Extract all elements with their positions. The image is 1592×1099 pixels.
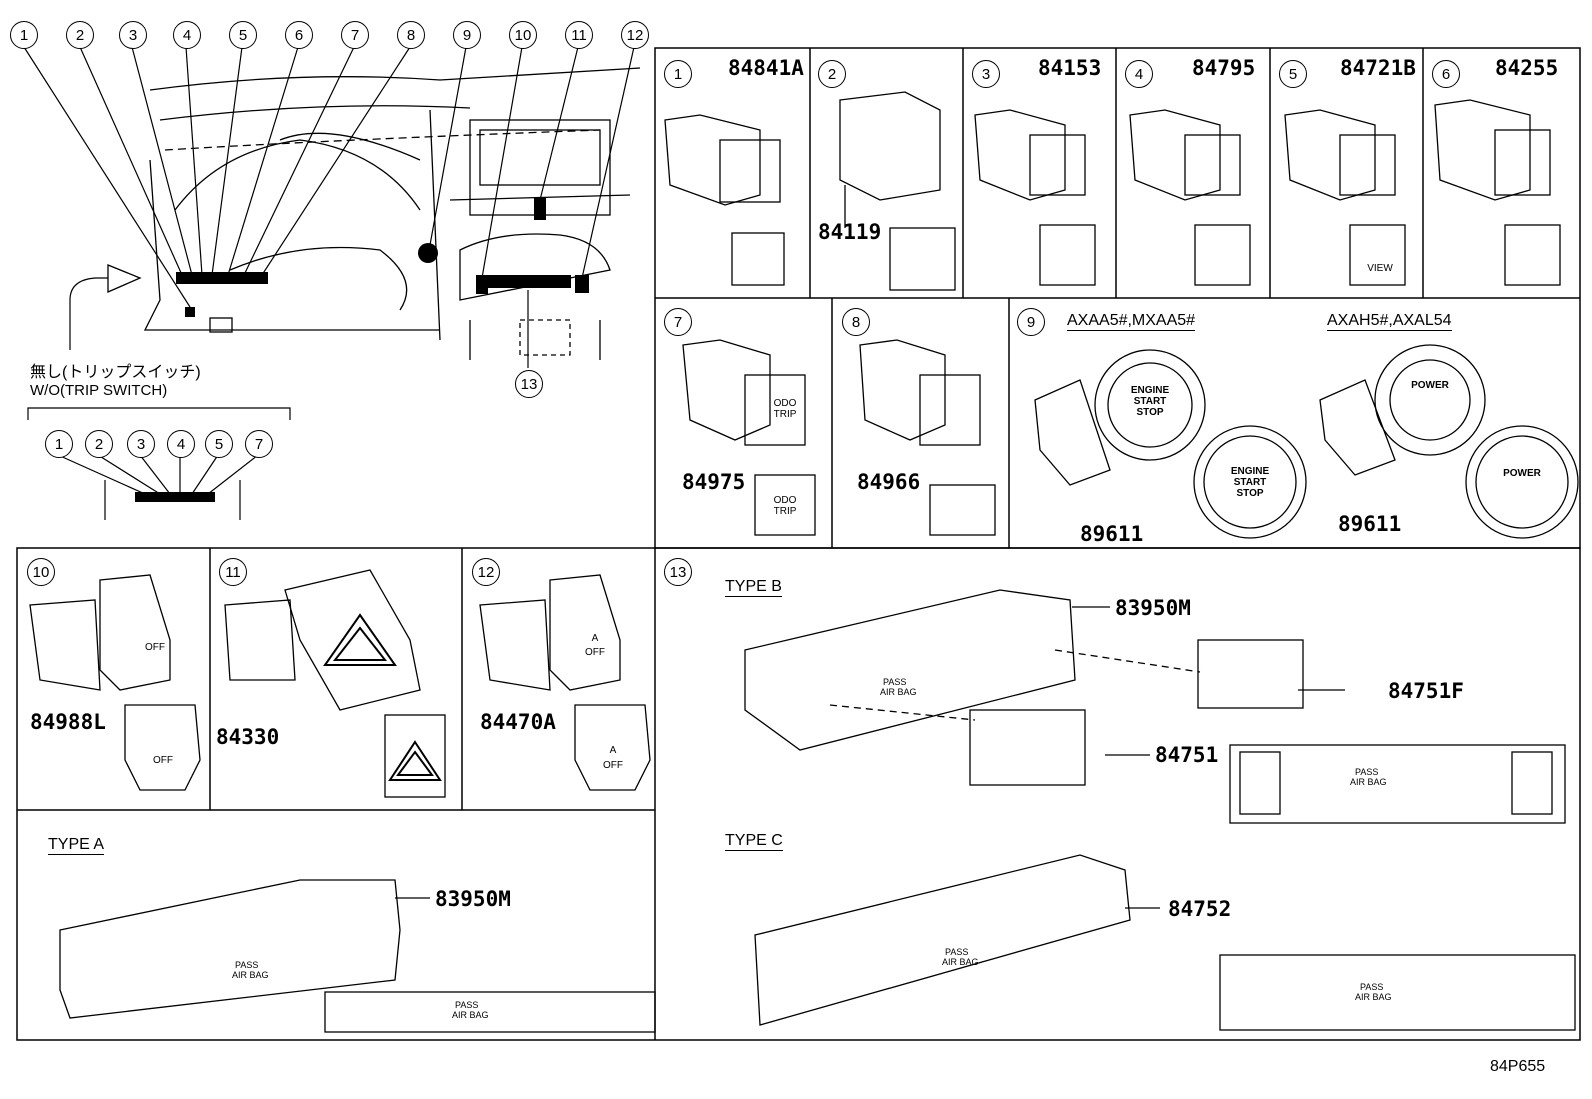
- svg-text:AIR BAG: AIR BAG: [942, 957, 979, 967]
- note-callout-4: 4: [167, 430, 195, 458]
- note-callout-3: 3: [127, 430, 155, 458]
- type-a-part: 83950M: [435, 887, 511, 911]
- svg-text:AIR BAG: AIR BAG: [452, 1010, 489, 1020]
- type-c-label: TYPE C: [725, 832, 783, 851]
- note-callout-1: 1: [45, 430, 73, 458]
- svg-text:PASS: PASS: [455, 1000, 478, 1010]
- cell-9-callout: 9: [1017, 308, 1045, 336]
- cell-12-callout: 12: [472, 558, 500, 586]
- cell-9-part-a: 89611: [1080, 522, 1144, 546]
- cell-5-part-number: 84721B: [1340, 56, 1416, 80]
- cell-12-off-icon-label: OFF: [603, 760, 623, 771]
- type-b-label: TYPE B: [725, 578, 782, 597]
- cell-13-callout: 13: [664, 558, 692, 586]
- svg-text:PASS: PASS: [1355, 767, 1378, 777]
- cell-2-callout: 2: [818, 60, 846, 88]
- svg-text:PASS: PASS: [235, 960, 258, 970]
- cell-1-callout: 1: [664, 60, 692, 88]
- note-callout-5: 5: [205, 430, 233, 458]
- callout-12: 12: [621, 21, 649, 49]
- callout-7: 7: [341, 21, 369, 49]
- note-callout-7: 7: [245, 430, 273, 458]
- callout-2: 2: [66, 21, 94, 49]
- cell-9-variant-a: AXAA5#,MXAA5#: [1067, 312, 1196, 331]
- cell-12-a-label: A: [591, 633, 599, 644]
- cell-7-callout: 7: [664, 308, 692, 336]
- cell-2-part-number: 84119: [818, 220, 882, 244]
- note-japanese: 無し(トリップスイッチ): [30, 364, 201, 381]
- svg-text:PASS: PASS: [945, 947, 968, 957]
- svg-text:AIR BAG: AIR BAG: [1355, 992, 1392, 1002]
- cell-9-part-b: 89611: [1338, 512, 1402, 536]
- cell-7-part-number: 84975: [682, 470, 746, 494]
- svg-text:PASS: PASS: [1360, 982, 1383, 992]
- cell-11-part-number: 84330: [216, 725, 280, 749]
- callout-10: 10: [509, 21, 537, 49]
- callout-13: 13: [515, 370, 543, 398]
- type-b-panel-part: 83950M: [1115, 596, 1191, 620]
- cell-8-callout: 8: [842, 308, 870, 336]
- note-english: W/O(TRIP SWITCH): [30, 382, 168, 399]
- cell-10-part-number: 84988L: [30, 710, 106, 734]
- switch-drawings: [29, 91, 1579, 1033]
- svg-text:PASS: PASS: [883, 677, 906, 687]
- callout-1: 1: [10, 21, 38, 49]
- callout-5: 5: [229, 21, 257, 49]
- cell-12-a-icon-label: A: [609, 745, 617, 756]
- cell-8-part-number: 84966: [857, 470, 921, 494]
- cell-11-callout: 11: [219, 558, 247, 586]
- cell-10-callout: 10: [27, 558, 55, 586]
- cell-10-off-label: OFF: [145, 642, 165, 653]
- type-b-switch-part-1: 84751F: [1388, 679, 1464, 703]
- cell-9-power: POWER: [1411, 380, 1449, 391]
- cell-12-off-label: OFF: [585, 647, 605, 658]
- svg-text:AIR BAG: AIR BAG: [232, 970, 269, 980]
- callout-3: 3: [119, 21, 147, 49]
- cell-5-callout: 5: [1279, 60, 1307, 88]
- cell-6-part-number: 84255: [1495, 56, 1559, 80]
- cell-6-callout: 6: [1432, 60, 1460, 88]
- callout-6: 6: [285, 21, 313, 49]
- cell-9-power-icon: POWER: [1503, 468, 1541, 479]
- drawing-id: 84P655: [1490, 1058, 1546, 1075]
- callout-11: 11: [565, 21, 593, 49]
- cell-10-off-icon-label: OFF: [153, 755, 173, 766]
- svg-text:AIR BAG: AIR BAG: [880, 687, 917, 697]
- cell-4-part-number: 84795: [1192, 56, 1256, 80]
- dashboard-sketch: [143, 67, 641, 360]
- cell-1-part-number: 84841A: [728, 56, 804, 80]
- cell-5-view-label: VIEW: [1367, 263, 1393, 274]
- type-a-label: TYPE A: [48, 836, 105, 855]
- cell-12-part-number: 84470A: [480, 710, 556, 734]
- cell-4-callout: 4: [1125, 60, 1153, 88]
- callout-4: 4: [173, 21, 201, 49]
- svg-text:AIR BAG: AIR BAG: [1350, 777, 1387, 787]
- trip-switch-note-bracket: [27, 407, 291, 520]
- cell-3-part-number: 84153: [1038, 56, 1102, 80]
- note-callout-2: 2: [85, 430, 113, 458]
- callout-9: 9: [453, 21, 481, 49]
- type-c-part: 84752: [1168, 897, 1232, 921]
- type-b-switch-part-2: 84751: [1155, 743, 1219, 767]
- lower-frame: [16, 547, 1581, 1041]
- callout-8: 8: [397, 21, 425, 49]
- cell-3-callout: 3: [972, 60, 1000, 88]
- cell-9-variant-b: AXAH5#,AXAL54: [1327, 312, 1452, 331]
